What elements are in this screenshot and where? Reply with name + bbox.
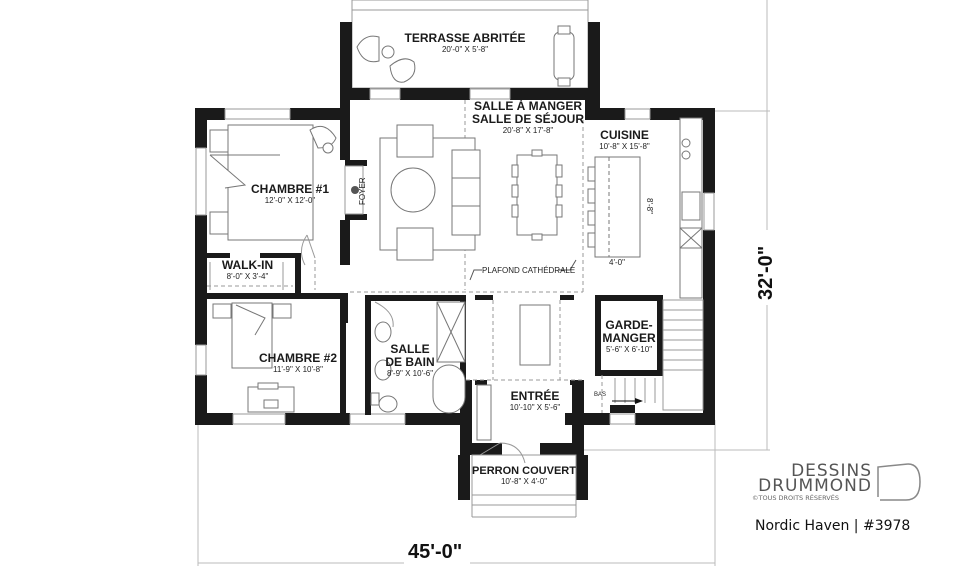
brand-block: DESSINS DRUMMOND ©TOUS DROITS RÉSERVÉS xyxy=(752,461,872,503)
room-label-terrasse: TERRASSE ABRITÉE 20'-0" X 5'-8" xyxy=(390,31,540,55)
room-dimensions: 8'-9" X 10'-6" xyxy=(386,369,434,379)
room-name-line1: GARDE- xyxy=(605,318,653,332)
room-dimensions: 11'-9" X 10'-8" xyxy=(273,365,323,375)
room-label-perron: PERRON COUVERT 10'-8" X 4'-0" xyxy=(472,465,576,487)
note-plafond-cathedrale: PLAFOND CATHÉDRALE xyxy=(482,266,576,275)
room-dimensions: 8'-0" X 3'-4" xyxy=(226,272,269,282)
room-name: WALK-IN xyxy=(221,258,274,272)
dimension-lines xyxy=(197,0,770,566)
room-dimensions: 20'-8" X 17'-8" xyxy=(502,126,554,136)
kitchen-fixtures xyxy=(587,117,703,299)
room-dimensions: 10'-8" X 4'-0" xyxy=(500,477,548,487)
room-label-chambre1: CHAMBRE #1 12'-0" X 12'-0" xyxy=(250,182,330,206)
room-label-entree: ENTRÉE 10'-10" X 5'-6" xyxy=(500,389,570,413)
bed-chambre1 xyxy=(209,124,337,241)
room-dimensions: 20'-0" X 5'-8" xyxy=(441,45,489,55)
exterior-walls xyxy=(195,88,715,500)
bed-chambre2 xyxy=(212,302,295,413)
room-name-line2: DE BAIN xyxy=(385,355,435,370)
room-label-chambre2: CHAMBRE #2 11'-9" X 10'-8" xyxy=(258,351,338,375)
brand-rights: ©TOUS DROITS RÉSERVÉS xyxy=(752,494,839,502)
brand-line2: DRUMMOND xyxy=(758,476,872,496)
room-name-line1: SALLE xyxy=(390,342,430,356)
terrasse-walls xyxy=(340,22,600,92)
note-island-width: 4'-0" xyxy=(609,258,625,267)
perron-steps xyxy=(471,454,577,518)
room-name: PERRON COUVERT xyxy=(472,465,576,477)
room-label-garde-manger: GARDE- MANGER 5'-6" X 6'-10" xyxy=(600,318,658,355)
room-label-walkin: WALK-IN 8'-0" X 3'-4" xyxy=(220,258,275,282)
brand-line1: DESSINS xyxy=(791,461,872,481)
room-label-salle-manger: SALLE À MANGER SALLE DE SÉJOUR 20'-8" X … xyxy=(458,99,598,136)
room-label-salle-bain: SALLE DE BAIN 8'-9" X 10'-6" xyxy=(380,342,440,379)
room-dimensions: 10'-8" X 15'-8" xyxy=(599,142,650,152)
stairs-arrow-icon xyxy=(612,398,643,404)
interior-walls xyxy=(195,118,663,418)
room-name: CHAMBRE #1 xyxy=(250,182,329,196)
plafond-leader xyxy=(469,259,577,281)
plan-name: Nordic Haven | #3978 xyxy=(755,518,911,534)
living-furniture xyxy=(379,124,563,261)
overall-depth-dimension: 32'-0" xyxy=(755,245,777,300)
room-name-line2: SALLE DE SÉJOUR xyxy=(471,112,585,127)
walkin-shelves xyxy=(207,262,293,290)
room-label-cuisine: CUISINE 10'-8" X 15'-8" xyxy=(592,128,657,152)
entry-furniture xyxy=(476,304,551,441)
room-name-line1: SALLE À MANGER xyxy=(474,99,582,113)
room-name: CUISINE xyxy=(600,128,649,142)
bathroom-fixtures xyxy=(370,301,466,414)
room-name-line2: MANGER xyxy=(602,331,656,346)
overall-width-dimension: 45'-0" xyxy=(408,541,463,563)
note-stairs-down: BAS xyxy=(594,392,607,398)
room-dimensions: 5'-6" X 6'-10" xyxy=(605,345,653,355)
door-swings xyxy=(301,234,526,464)
room-name: CHAMBRE #2 xyxy=(258,351,337,365)
windows xyxy=(195,88,715,425)
room-dimensions: 12'-0" X 12'-0" xyxy=(264,196,316,206)
room-name: TERRASSE ABRITÉE xyxy=(404,31,526,45)
note-foyer: FOYER xyxy=(358,177,367,205)
room-name: ENTRÉE xyxy=(510,389,560,403)
brand-logo-icon xyxy=(877,463,921,501)
room-dimensions: 10'-10" X 5'-6" xyxy=(509,403,561,413)
note-island-length: 8'-8" xyxy=(645,198,654,214)
fireplace xyxy=(344,165,364,215)
terrace-furniture xyxy=(356,25,575,87)
